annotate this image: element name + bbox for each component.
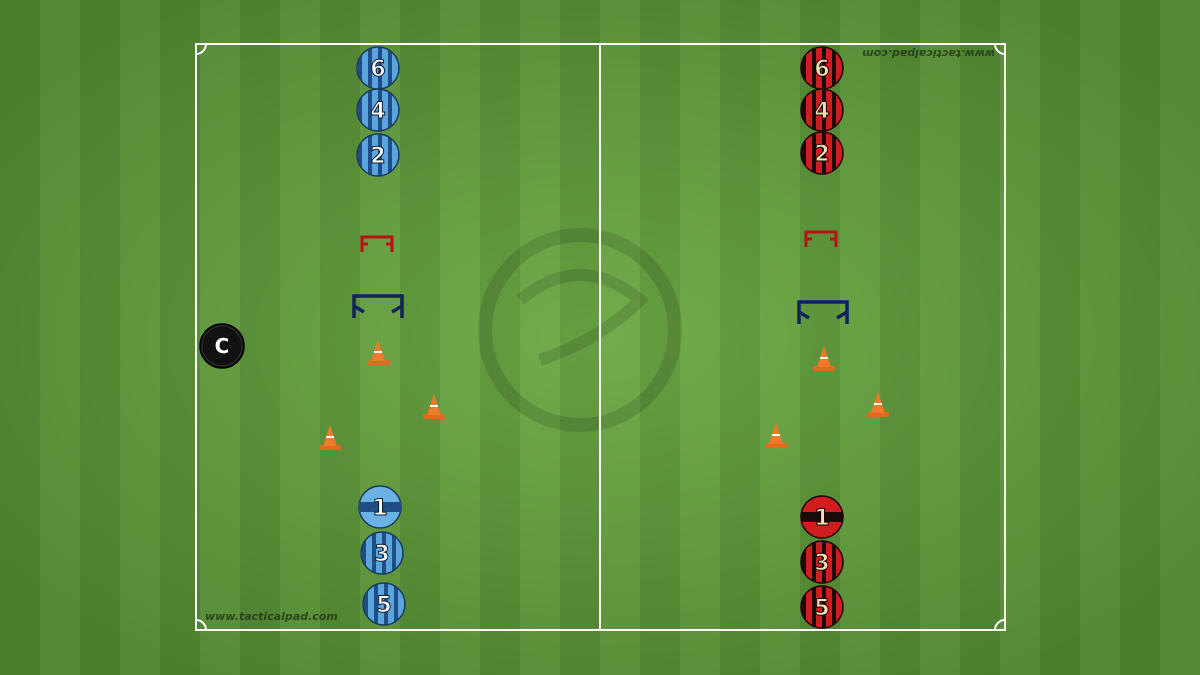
cone — [367, 340, 389, 365]
player-number: 1 — [814, 506, 829, 531]
player-blue[interactable]: 2 — [356, 133, 400, 177]
goal-large-blue-right — [797, 300, 849, 324]
player-number: 5 — [814, 596, 829, 621]
goal-small-red-right — [804, 230, 838, 247]
player-red-goalkeeper[interactable]: 1 — [800, 495, 844, 539]
player-number: 2 — [814, 142, 829, 167]
player-number: 6 — [370, 57, 385, 82]
player-number: 4 — [370, 99, 385, 124]
player-number: 2 — [370, 144, 385, 169]
player-red[interactable]: 5 — [800, 585, 844, 629]
player-blue-goalkeeper[interactable]: 1 — [358, 485, 402, 529]
player-red[interactable]: 6 — [800, 46, 844, 90]
goal-small-red-left — [360, 235, 394, 252]
player-blue[interactable]: 3 — [360, 531, 404, 575]
coach-label: C — [215, 334, 230, 358]
player-red[interactable]: 3 — [800, 540, 844, 584]
player-number: 3 — [374, 542, 389, 567]
cone — [765, 423, 787, 448]
player-number: 3 — [814, 551, 829, 576]
player-blue[interactable]: 5 — [362, 582, 406, 626]
corner-arc-tr — [994, 43, 1006, 55]
goal-large-blue-left — [352, 294, 404, 318]
cone — [319, 425, 341, 450]
player-red[interactable]: 2 — [800, 131, 844, 175]
player-number: 5 — [376, 593, 391, 618]
player-blue[interactable]: 6 — [356, 46, 400, 90]
watermark-top: www.tacticalpad.com — [862, 47, 995, 60]
player-number: 6 — [814, 57, 829, 82]
corner-arc-br — [994, 619, 1006, 631]
player-number: 4 — [814, 99, 829, 124]
cone — [867, 392, 889, 417]
pitch-lines — [195, 43, 1006, 631]
watermark-bottom: www.tacticalpad.com — [205, 610, 338, 623]
corner-arc-bl — [195, 619, 207, 631]
player-red[interactable]: 4 — [800, 88, 844, 132]
coach-marker[interactable]: C — [199, 323, 245, 369]
cone — [423, 394, 445, 419]
corner-arc-tl — [195, 43, 207, 55]
player-blue[interactable]: 4 — [356, 88, 400, 132]
logo-watermark — [478, 228, 682, 432]
cone — [813, 346, 835, 371]
player-number: 1 — [372, 496, 387, 521]
